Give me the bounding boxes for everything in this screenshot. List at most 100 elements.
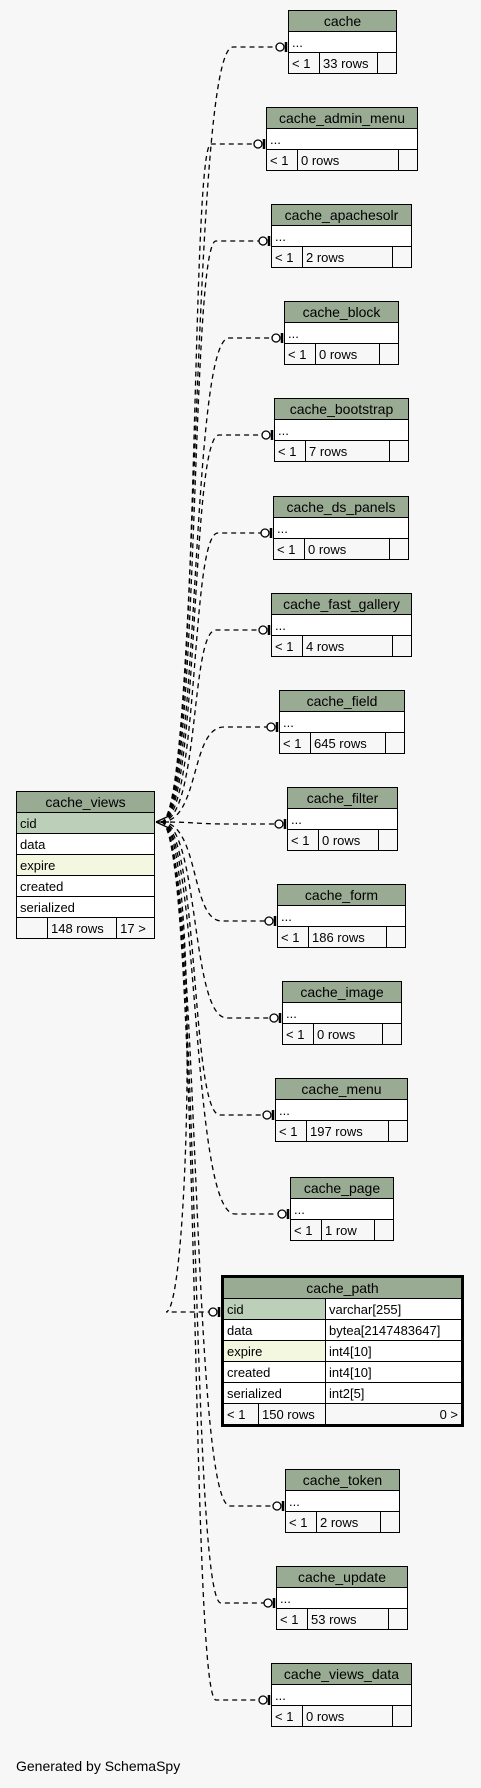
columns-ellipsis: ... xyxy=(273,517,409,539)
row-count: 197 rows xyxy=(306,1120,389,1142)
relationship-edge xyxy=(160,240,259,823)
table-title: cache_token xyxy=(285,1469,400,1491)
row-count: 0 rows xyxy=(302,1705,393,1727)
row-count: 2 rows xyxy=(316,1511,381,1533)
parents-count: < 1 xyxy=(276,1608,308,1630)
footer-text: Generated by SchemaSpy xyxy=(16,1758,181,1774)
zero-or-one-marker xyxy=(208,1307,218,1317)
row-count: 2 rows xyxy=(302,246,393,268)
columns-ellipsis: ... xyxy=(271,225,412,247)
parents-count: < 1 xyxy=(279,732,311,754)
relationship-edge xyxy=(160,821,273,1507)
zero-or-one-marker xyxy=(260,528,270,538)
row-count: 33 rows xyxy=(319,52,378,74)
children-count xyxy=(378,829,398,851)
row-count: 148 rows xyxy=(46,917,118,939)
relationship-edge xyxy=(160,337,272,823)
parents-count: < 1 xyxy=(275,1120,307,1142)
zero-or-one-marker xyxy=(258,236,268,246)
table-title: cache_block xyxy=(284,301,399,323)
row-count: 7 rows xyxy=(305,440,390,462)
children-count xyxy=(389,538,409,560)
many-marker xyxy=(155,815,170,823)
children-count: 0 > xyxy=(325,1403,463,1426)
table-title: cache_page xyxy=(290,1177,394,1199)
children-count xyxy=(389,440,409,462)
parents-count: < 1 xyxy=(284,343,316,365)
table-title: cache_path xyxy=(222,1276,463,1299)
column-created-type: int4[10] xyxy=(325,1361,463,1383)
parents-count: < 1 xyxy=(282,1023,314,1045)
columns-ellipsis: ... xyxy=(284,322,399,344)
children-count xyxy=(386,926,406,948)
relationship-edge xyxy=(160,143,254,823)
zero-or-one-marker xyxy=(258,625,268,635)
table-title: cache_filter xyxy=(287,787,398,809)
children-count xyxy=(379,343,399,365)
parents-count: < 1 xyxy=(290,1219,322,1241)
parents-count: < 1 xyxy=(222,1403,259,1426)
table-title: cache_bootstrap xyxy=(274,398,409,420)
parents-count: < 1 xyxy=(271,1705,303,1727)
columns-ellipsis: ... xyxy=(285,1490,400,1512)
relationship-edge xyxy=(160,46,276,823)
table-title: cache_field xyxy=(279,690,405,712)
row-count: 53 rows xyxy=(307,1608,389,1630)
columns-ellipsis: ... xyxy=(287,808,398,830)
row-count: 4 rows xyxy=(302,635,393,657)
column-serialized: serialized xyxy=(16,896,155,918)
columns-ellipsis: ... xyxy=(274,419,409,441)
column-expire: expire xyxy=(222,1340,326,1362)
children-count xyxy=(392,1705,412,1727)
column-serialized: serialized xyxy=(222,1382,326,1404)
table-title: cache xyxy=(288,10,397,32)
table-title: cache_menu xyxy=(275,1078,408,1100)
children-count xyxy=(392,246,412,268)
relationship-edge xyxy=(160,821,278,1215)
column-data: data xyxy=(222,1319,326,1341)
row-count: 150 rows xyxy=(258,1403,326,1426)
columns-ellipsis: ... xyxy=(275,1099,408,1121)
table-title: cache_image xyxy=(282,981,402,1003)
zero-or-one-marker xyxy=(258,1695,268,1705)
parents-count xyxy=(16,917,48,939)
column-expire-type: int4[10] xyxy=(325,1340,463,1362)
row-count: 0 rows xyxy=(318,829,379,851)
table-title: cache_views_data xyxy=(271,1663,412,1685)
children-count xyxy=(398,149,418,171)
many-marker xyxy=(155,821,170,829)
relationship-edge xyxy=(160,821,264,1604)
zero-or-one-marker xyxy=(274,819,284,829)
parents-count: < 1 xyxy=(271,246,303,268)
columns-ellipsis: ... xyxy=(288,31,397,53)
row-count: 0 rows xyxy=(304,538,390,560)
table-cache_views[interactable]: cache_views cid data expire created seri… xyxy=(16,791,155,939)
relationship-edge xyxy=(160,821,259,1701)
zero-or-one-marker xyxy=(266,722,276,732)
columns-ellipsis: ... xyxy=(290,1198,394,1220)
relationship-edge xyxy=(160,821,263,1116)
columns-ellipsis: ... xyxy=(266,128,418,150)
row-count: 645 rows xyxy=(310,732,386,754)
children-count xyxy=(388,1120,408,1142)
relationship-edge xyxy=(160,434,262,823)
relationship-edge xyxy=(160,726,267,823)
